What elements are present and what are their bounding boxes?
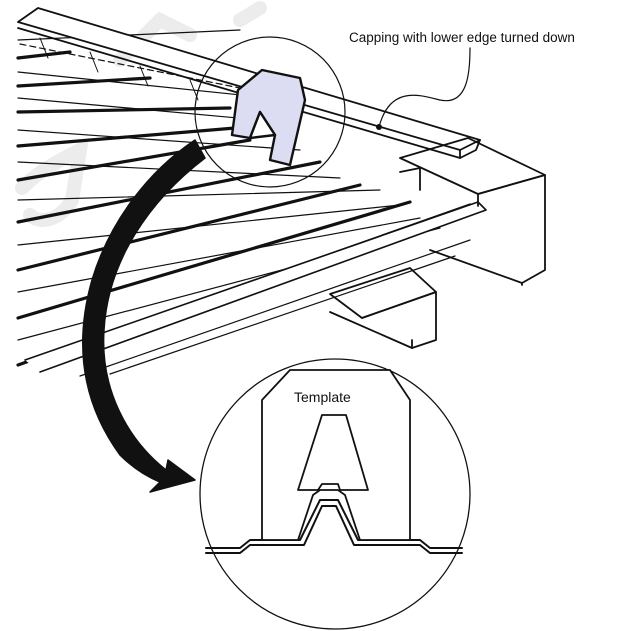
sheet-profile [205,499,463,554]
template-on-roof [230,68,307,167]
curved-arrow [82,139,206,493]
timber-purlins [329,137,546,349]
template-label: Template [294,389,351,405]
template-detail [261,369,411,541]
capping-strip [17,7,481,159]
magnifier-circle [194,36,346,188]
callout-leader [378,47,471,128]
callout-label: Capping with lower edge turned down [349,30,575,45]
